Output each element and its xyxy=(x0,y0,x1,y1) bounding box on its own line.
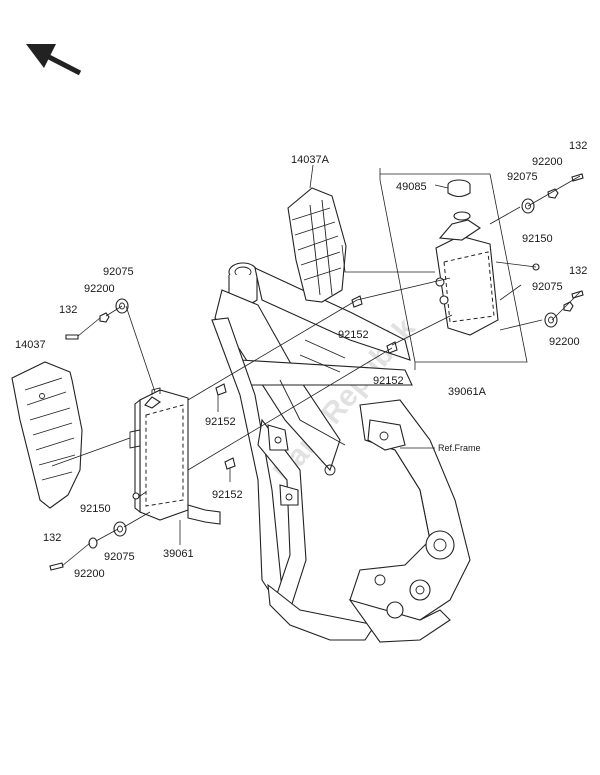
label-92075-left: 92075 xyxy=(103,266,134,278)
radiator-shroud-left xyxy=(11,361,83,509)
leader-lines xyxy=(51,164,581,567)
label-39061A: 39061A xyxy=(448,386,487,398)
label-92200-top-right: 92200 xyxy=(532,156,563,168)
label-132-right: 132 xyxy=(569,265,587,277)
label-92152-mid-left: 92152 xyxy=(205,416,236,428)
radiator-left xyxy=(129,387,221,525)
radiator-cap xyxy=(447,179,471,221)
label-132-bottom-left: 132 xyxy=(43,532,61,544)
label-132-top-right: 132 xyxy=(569,140,587,152)
label-92200-left: 92200 xyxy=(84,283,115,295)
label-132-left: 132 xyxy=(59,304,77,316)
radiator-right xyxy=(435,219,499,336)
label-92152-bottom-left: 92152 xyxy=(212,489,243,501)
part-labels: 132 92200 92075 49085 14037A 92150 132 9… xyxy=(15,140,587,580)
label-92200-bottom-left: 92200 xyxy=(74,568,105,580)
radiator-shroud-right xyxy=(287,187,347,303)
label-39061: 39061 xyxy=(163,548,194,560)
label-92075-bottom-left: 92075 xyxy=(104,551,135,563)
reference-frame-label: Ref.Frame xyxy=(438,443,481,453)
label-92152-mid-right: 92152 xyxy=(338,329,369,341)
label-14037A: 14037A xyxy=(291,154,330,166)
label-14037: 14037 xyxy=(15,339,46,351)
label-92075-top-right: 92075 xyxy=(507,171,538,183)
label-92150-left: 92150 xyxy=(80,503,111,515)
label-92200-right: 92200 xyxy=(549,336,580,348)
direction-arrow-icon xyxy=(26,44,82,76)
label-92150-right: 92150 xyxy=(522,233,553,245)
label-92152-bottom-right: 92152 xyxy=(373,375,404,387)
motorcycle-frame xyxy=(211,262,471,643)
label-49085: 49085 xyxy=(396,181,427,193)
label-92075-right: 92075 xyxy=(532,281,563,293)
